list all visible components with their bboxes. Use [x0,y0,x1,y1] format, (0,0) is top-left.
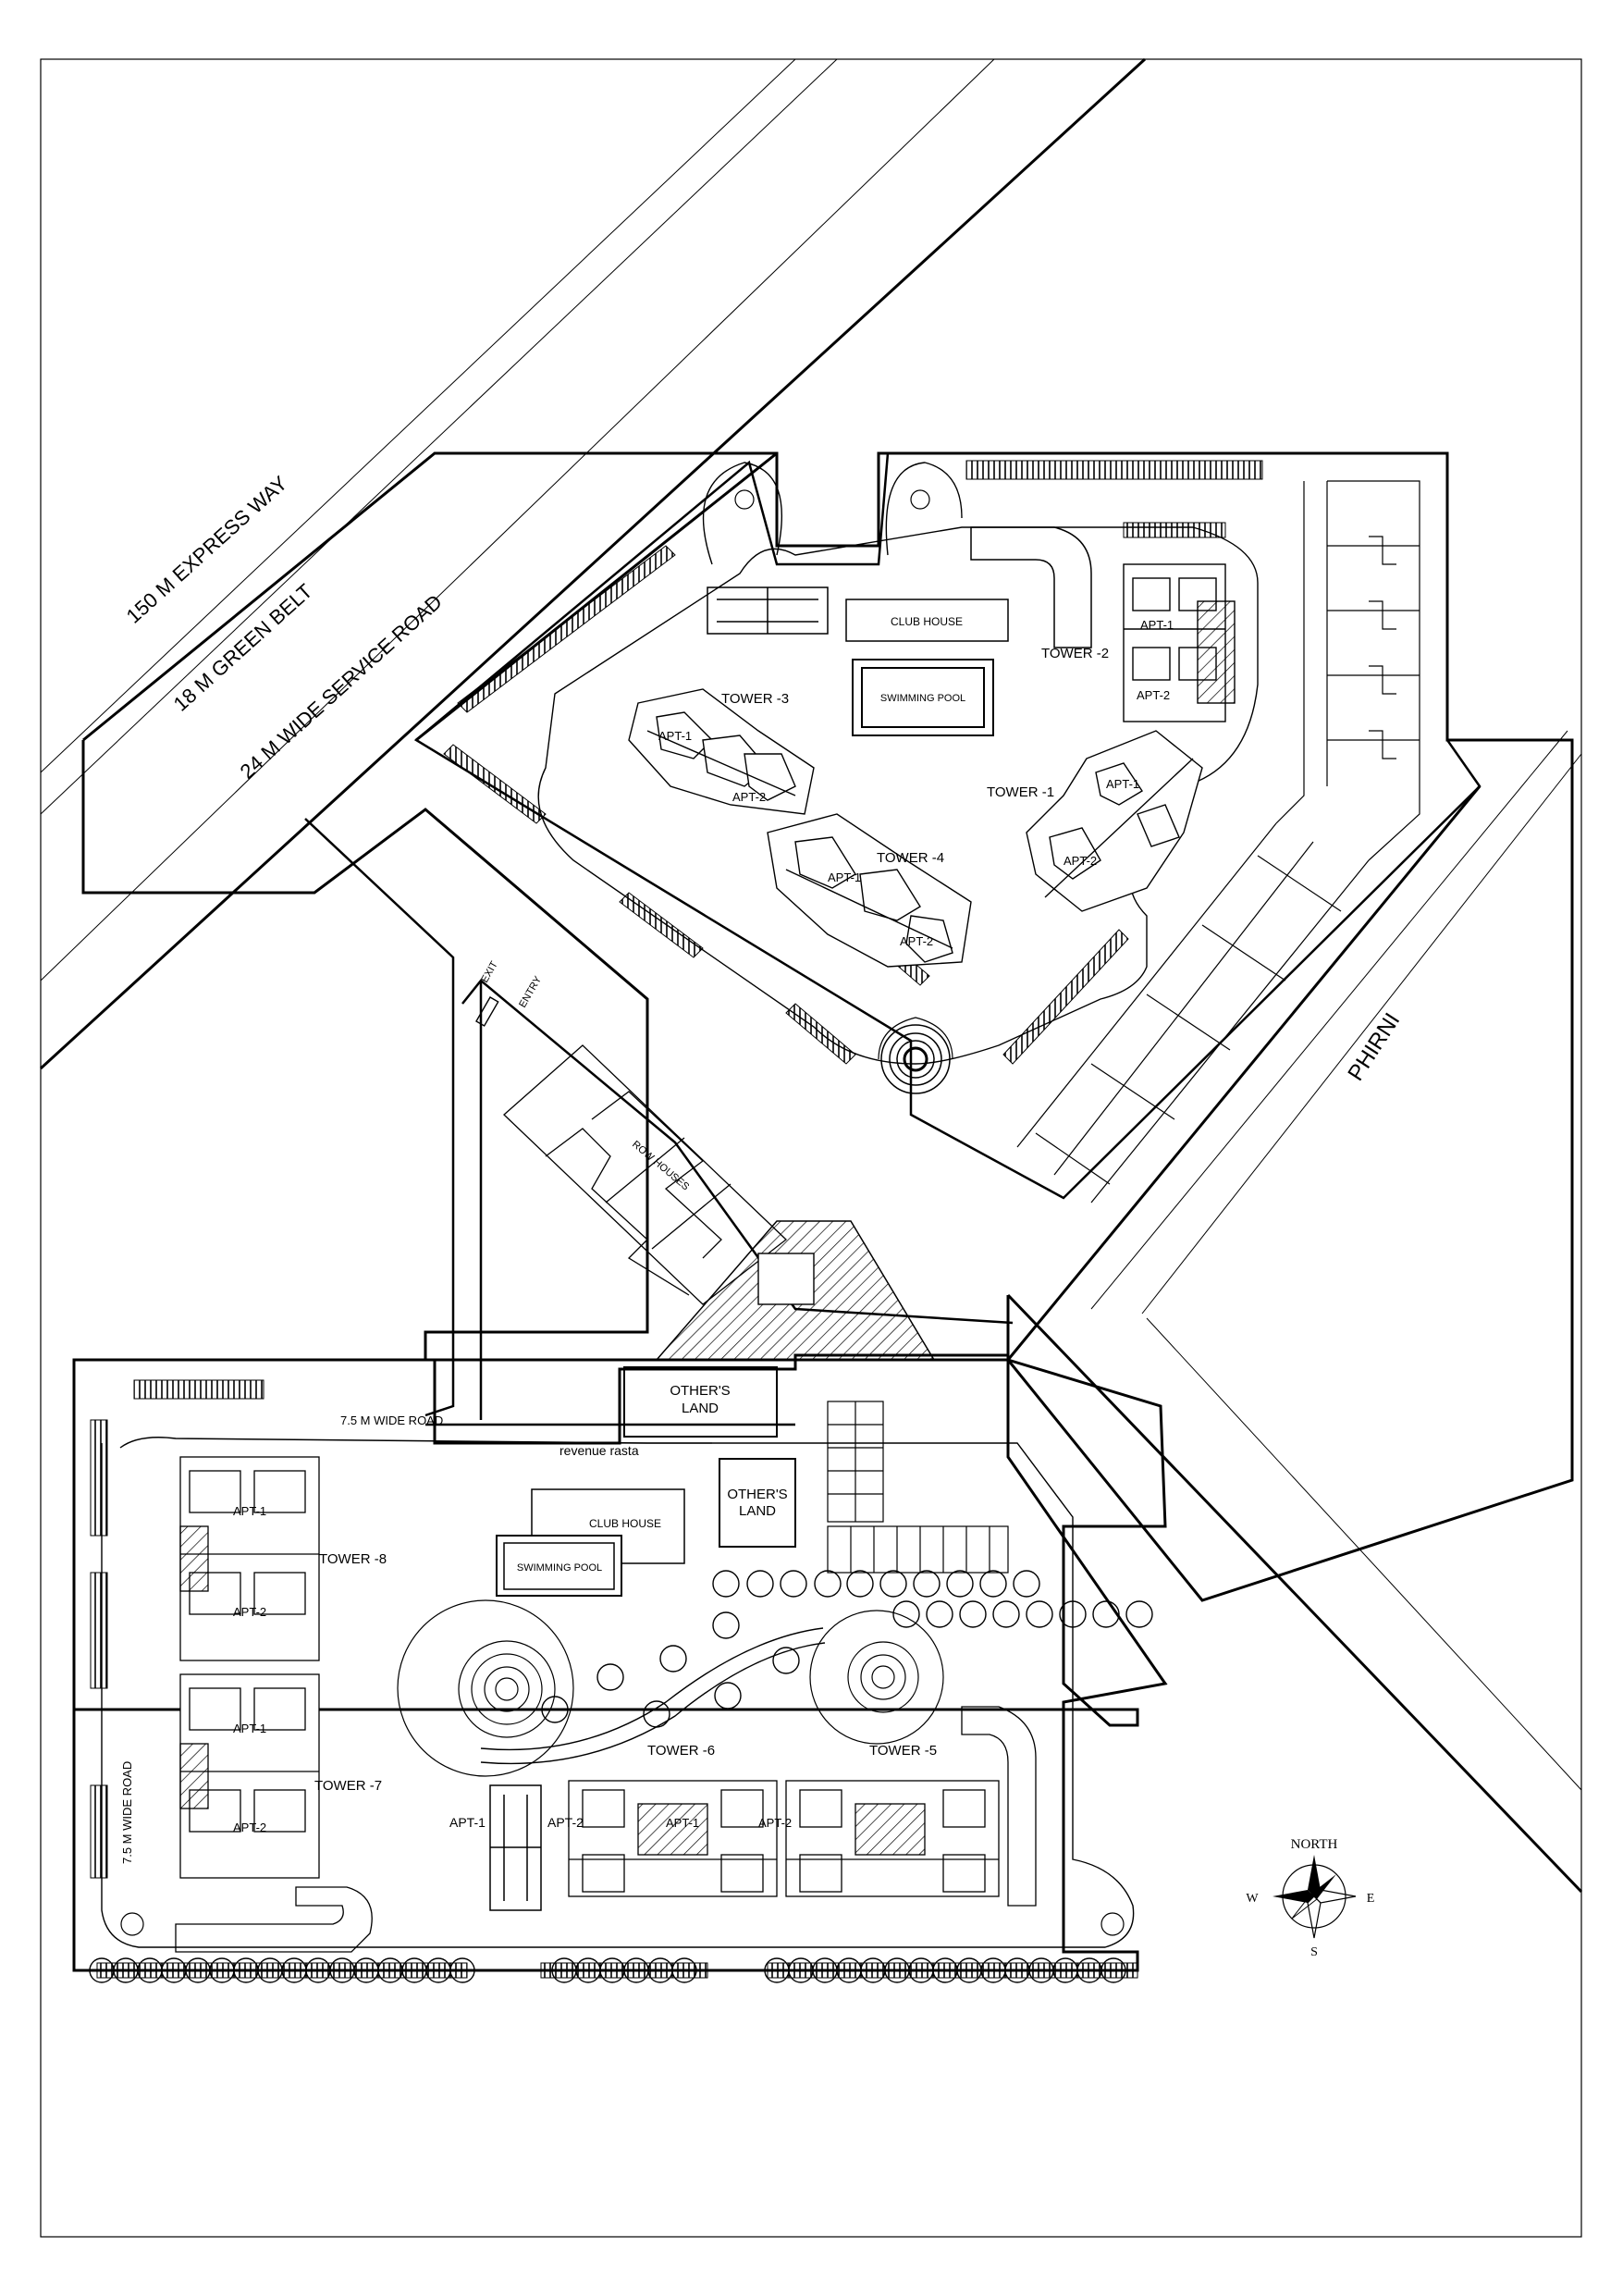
tower-3-apt-1-label: APT-1 [658,729,692,743]
fountain-roundabout [878,1017,953,1094]
tower-4-apt-2-label: APT-2 [900,934,933,948]
tower-2-label: TOWER -2 [1041,646,1109,661]
phirni-road [1006,730,1582,1361]
tower-4-label: TOWER -4 [877,850,944,866]
row-houses-label: ROW HOUSES [630,1139,691,1192]
tower-6-footprint [568,1780,778,1897]
east-diagonal-boundary [1006,1293,1583,1894]
south-site-boundary [72,1295,1167,1727]
compass-south-label: S [1310,1945,1318,1959]
tower-2-apt-2-label: APT-2 [1137,688,1170,702]
south-edge-trees [89,1957,1126,1983]
north-swimming-pool: SWIMMING POOL [852,659,994,736]
tower-1-apt-1-label: APT-1 [1106,777,1139,791]
green-belt-label: 18 M GREEN BELT [169,579,317,716]
tower-7-apt-2-label: APT-2 [233,1821,266,1834]
wide-road-top-label: 7.5 M WIDE ROAD [340,1413,443,1427]
others-land-2-line1: OTHER'S [727,1487,787,1502]
tower-1-footprint [1026,730,1203,912]
tower-7-footprint [179,1673,320,1879]
tower-8-apt-2-label: APT-2 [233,1605,266,1619]
south-club-house-label: CLUB HOUSE [589,1517,661,1530]
expressway-label: 150 M EXPRESS WAY [122,471,292,627]
tower-3-footprint [628,688,815,815]
phirni-label: PHIRNI [1343,1008,1405,1085]
tower-7-label: TOWER -7 [314,1778,382,1794]
south-west-ramp [175,1886,373,1953]
east-row-houses [1016,480,1420,1204]
tower-5-apt-1-label: APT-1 [666,1816,699,1830]
garden-trees [541,1570,1153,1728]
south-tennis-court [489,1784,542,1911]
south-parking [827,1401,1009,1574]
central-row-houses [503,1044,787,1305]
wide-road-side-label: 7.5 M WIDE ROAD [120,1761,134,1864]
exit-label: EXIT [479,959,500,984]
tower-6-apt-2-label: APT-2 [547,1815,584,1830]
others-land-1: OTHER'S LAND [623,1366,778,1438]
entry-exit-gate: EXIT ENTRY [475,959,544,1027]
compass-rose: NORTH E W S [1246,1837,1374,1959]
east-diagonal-line [1146,1317,1582,1791]
tower-5-footprint [785,1780,1000,1897]
expressway-lines [39,57,1147,1070]
tower-3-apt-2-label: APT-2 [732,790,766,804]
north-club-house-label: CLUB HOUSE [891,615,963,628]
tower-5-label: TOWER -5 [869,1743,937,1759]
north-ramp [970,526,1092,648]
south-swimming-pool-label: SWIMMING POOL [517,1562,602,1574]
compass-north-label: NORTH [1291,1837,1338,1852]
south-east-ramp [961,1706,1037,1907]
tower-2-apt-1-label: APT-1 [1140,618,1174,632]
north-culdesacs [702,462,963,565]
tower-6-apt-1-label: APT-1 [449,1815,486,1830]
others-land-1-line1: OTHER'S [670,1383,730,1399]
landscape-spirals [397,1599,944,1777]
compass-east-label: E [1367,1892,1375,1906]
south-internal-road [101,1437,1135,1948]
north-block-inner [413,451,1482,1200]
north-club-house: CLUB HOUSE [845,599,1009,642]
others-land-1-line2: LAND [682,1401,719,1416]
sheet-frame [40,58,1582,2238]
north-site-boundary [81,451,1574,1602]
south-culdesacs [120,1912,1125,1936]
tower-3-label: TOWER -3 [721,691,789,707]
others-land-2: OTHER'S LAND [719,1458,796,1548]
tower-5-apt-2-label: APT-2 [758,1816,792,1830]
tower-1-label: TOWER -1 [987,784,1054,800]
tower-4-apt-1-label: APT-1 [828,870,861,884]
north-tennis-court [707,586,829,635]
tower-4-footprint [767,813,972,968]
revenue-rasta-label: revenue rasta [559,1443,639,1458]
tower-1-apt-2-label: APT-2 [1064,854,1097,868]
south-swimming-pool: SWIMMING POOL [496,1535,622,1597]
triangle-structure [757,1253,815,1305]
tower-8-footprint [179,1456,320,1661]
compass-west-label: W [1246,1892,1259,1906]
entry-label: ENTRY [517,974,544,1010]
tower-7-apt-1-label: APT-1 [233,1722,266,1735]
tower-2-footprint [1123,563,1236,722]
north-swimming-pool-label: SWIMMING POOL [880,693,965,704]
tower-8-label: TOWER -8 [319,1551,387,1567]
others-land-2-line2: LAND [739,1503,776,1519]
tower-8-apt-1-label: APT-1 [233,1504,266,1518]
tower-6-label: TOWER -6 [647,1743,715,1759]
